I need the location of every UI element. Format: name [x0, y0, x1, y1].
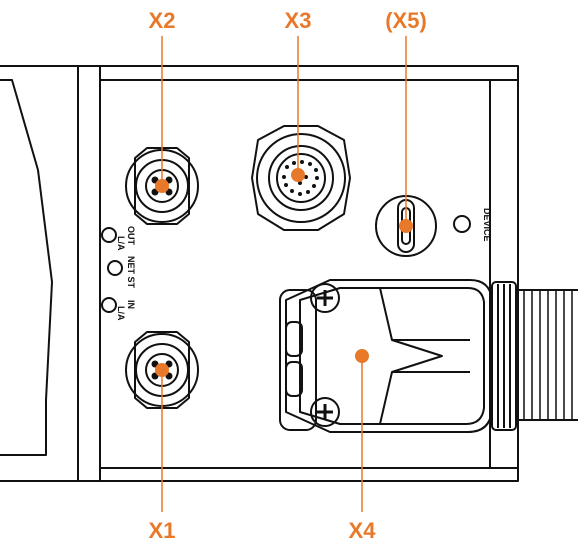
- callout-x3: X3: [285, 8, 312, 33]
- x4-plug: [279, 279, 578, 433]
- led-out: [101, 227, 117, 243]
- led-net-st: [107, 260, 123, 276]
- x3-connector: [251, 125, 351, 231]
- led-in: [101, 297, 117, 313]
- callout-x2: X2: [149, 8, 176, 33]
- callout-x4: X4: [349, 518, 377, 543]
- status-leds: [101, 215, 471, 313]
- label-net-st: NET ST: [126, 256, 136, 289]
- housing-left-wall: [0, 65, 101, 482]
- label-out-la: L/A: [116, 236, 126, 251]
- callout-x1: X1: [149, 518, 176, 543]
- label-in-la: L/A: [116, 306, 126, 321]
- label-in: IN: [126, 300, 136, 309]
- front-panel: [99, 65, 519, 482]
- callout-dots: [155, 168, 413, 377]
- label-out: OUT: [126, 226, 136, 246]
- callout-leaders: [161, 36, 407, 512]
- led-device: [453, 215, 471, 233]
- label-device: DEVICE: [482, 208, 492, 242]
- callout-x5: (X5): [385, 8, 427, 33]
